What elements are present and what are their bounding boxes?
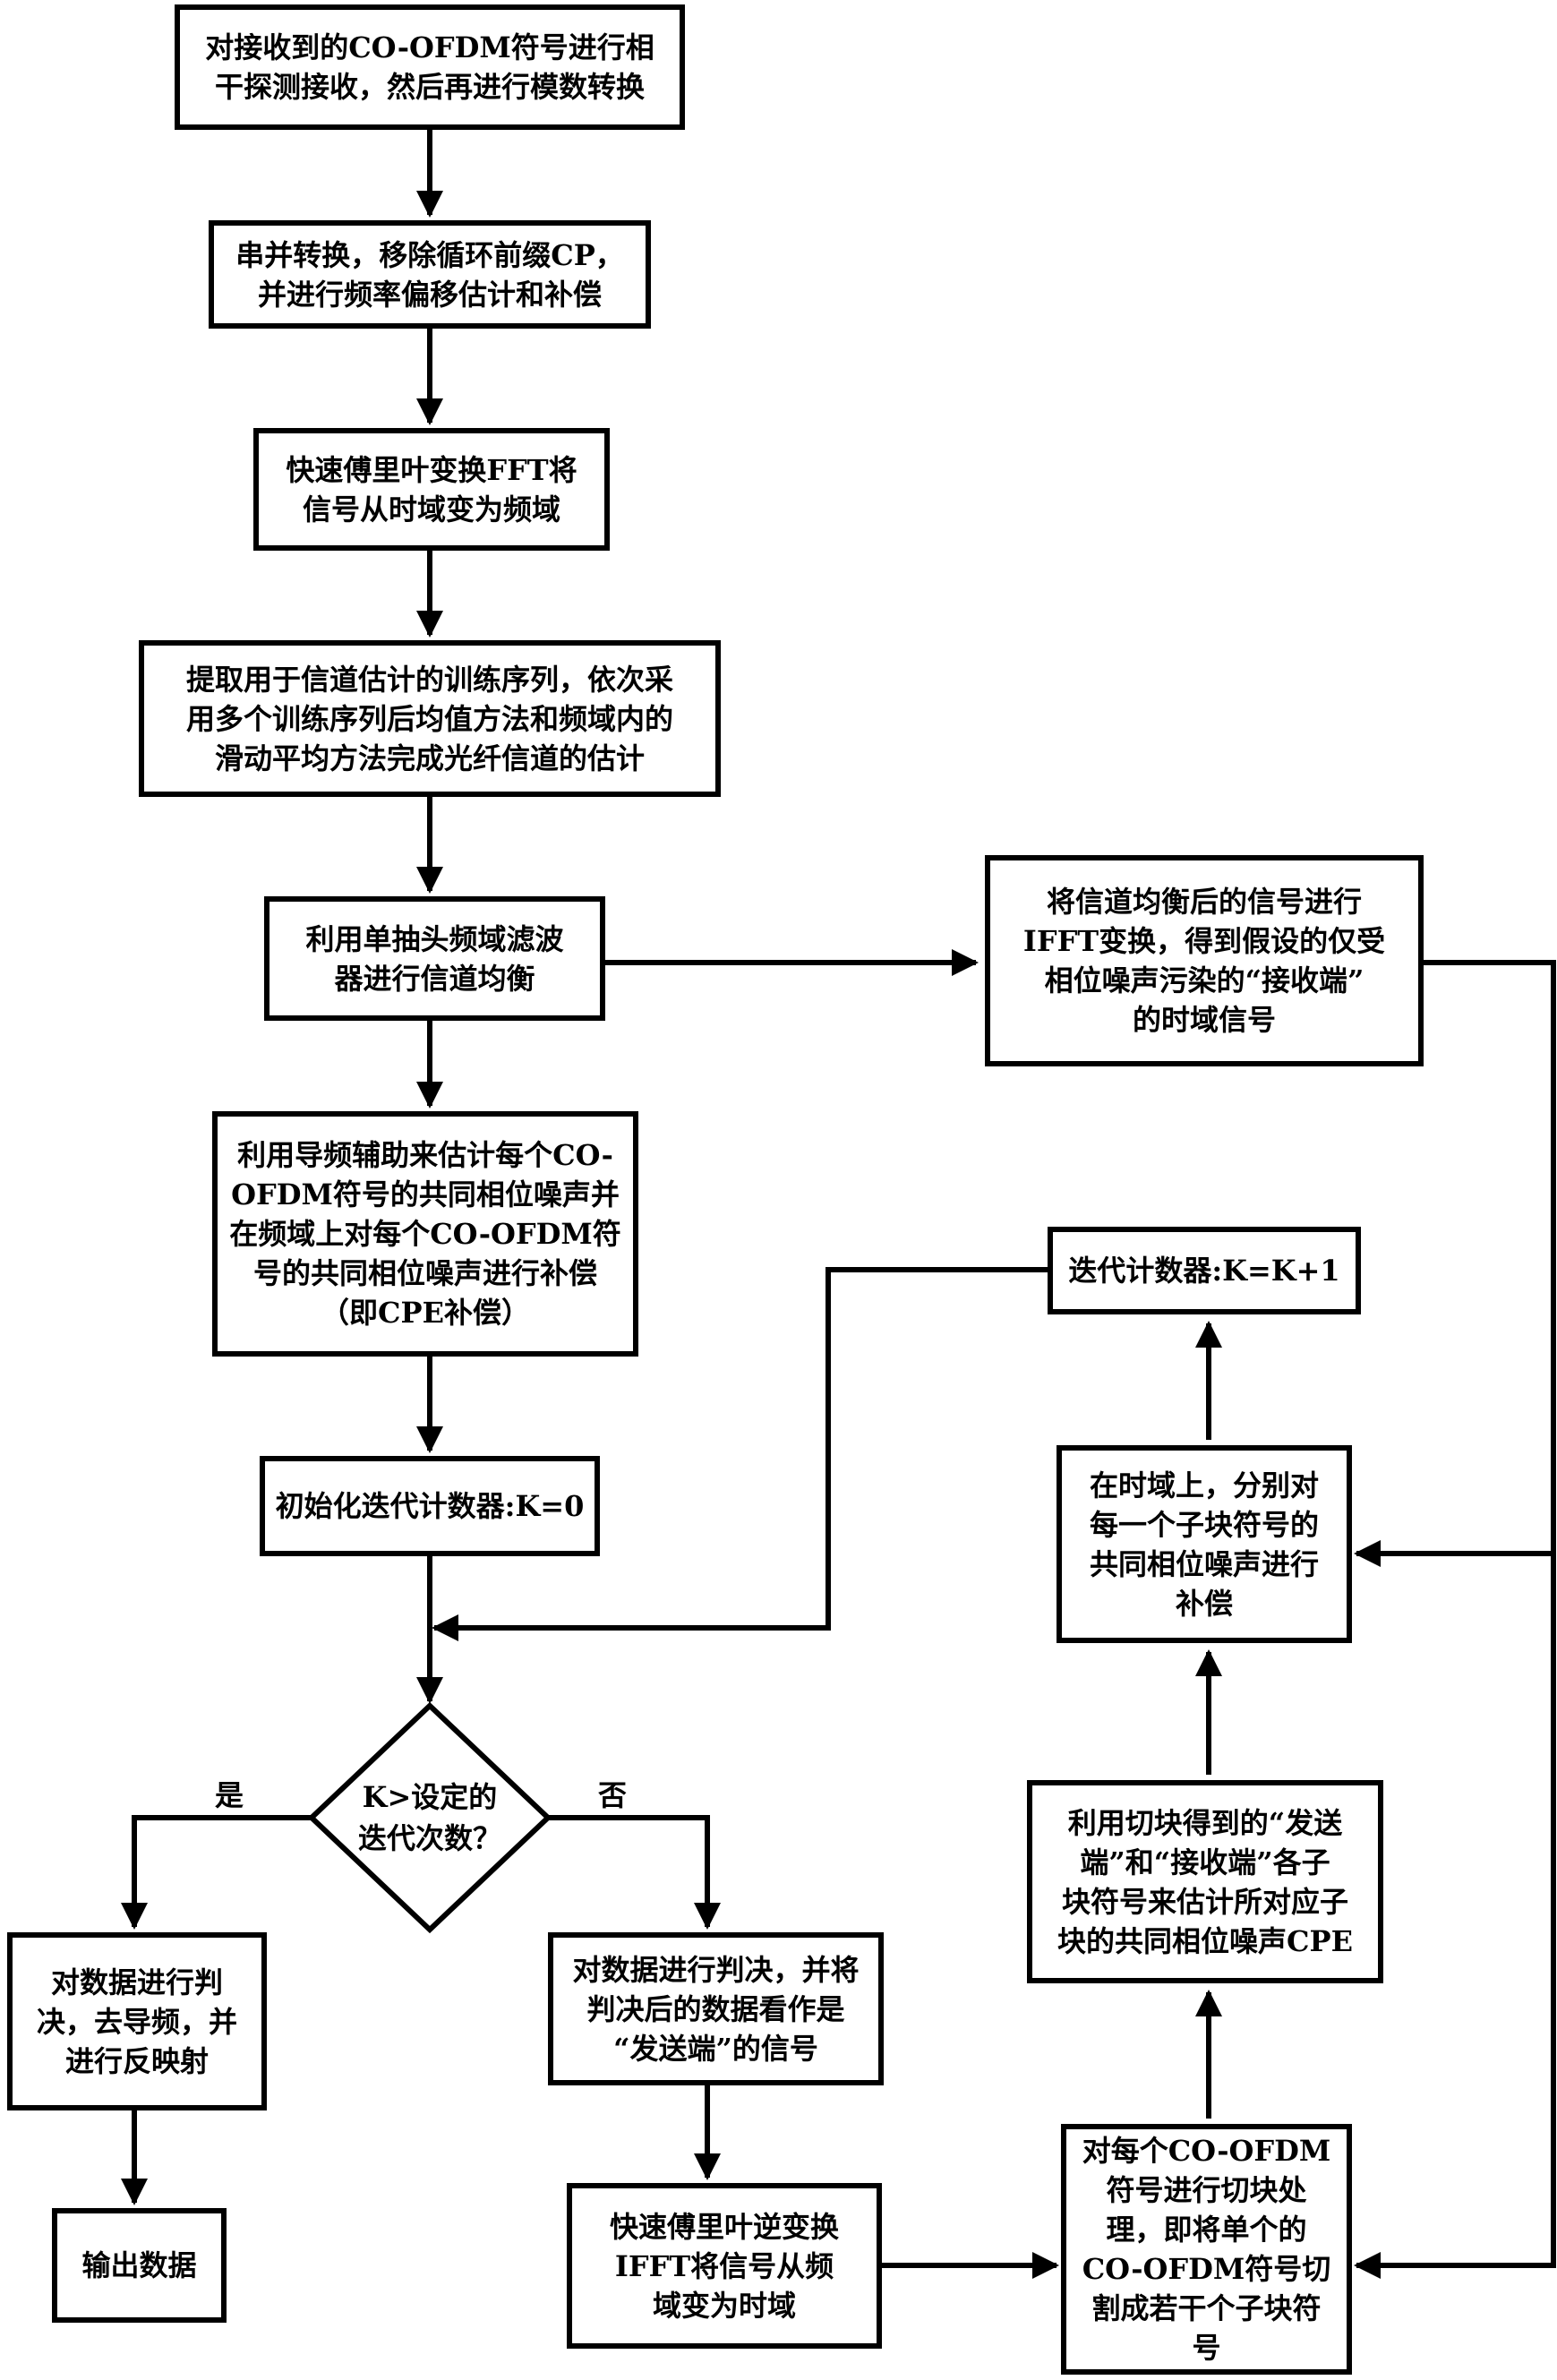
text-line: 在时域上，分别对	[1089, 1468, 1319, 1502]
node-serial-parallel-conversion: 串并转换，移除循环前缀CP， 并进行频率偏移估计和补偿	[209, 220, 651, 329]
text-line: 决，去导频，并	[36, 2004, 237, 2039]
node-init-counter: 初始化迭代计数器:K=0	[260, 1456, 600, 1556]
text-line: 迭代次数？	[357, 1821, 501, 1855]
text-line: OFDM符号的共同相位噪声并	[231, 1177, 620, 1211]
node-channel-equalization: 利用单抽头频域滤波器进行信道均衡	[264, 896, 605, 1021]
text-line: 每一个子块符号的	[1089, 1507, 1319, 1542]
node-ifft-transmit: 快速傅里叶逆变换 IFFT将信号从频域变为时域	[567, 2183, 882, 2349]
text-line: 补偿	[1175, 1586, 1233, 1621]
text-line: IFFT变换，得到假设的仅受	[1022, 924, 1386, 958]
text-line: 割成若干个子块符	[1091, 2291, 1322, 2325]
text-line: 用多个训练序列后均值方法和频域内的	[185, 701, 673, 736]
branch-label-yes: 是	[215, 1778, 244, 1812]
text-line: 域变为时域	[652, 2288, 796, 2323]
text-line: 利用切块得到的“发送	[1067, 1805, 1343, 1840]
node-coherent-detection: 对接收到的CO-OFDM符号进行相干探测接收，然后再进行模数转换	[175, 4, 685, 130]
text-line: 将信道均衡后的信号进行	[1046, 885, 1362, 919]
text-line: 号	[1192, 2331, 1221, 2365]
node-output-data: 输出数据	[52, 2208, 227, 2323]
text-line: 块符号来估计所对应子	[1061, 1884, 1348, 1919]
text-line: 符号进行切块处	[1106, 2173, 1307, 2207]
node-symbol-splitting: 对每个CO-OFDM 符号进行切块处理，即将单个的 CO-OFDM符号切割成若干个子…	[1061, 2124, 1352, 2375]
node-cpe-compensation: 利用导频辅助来估计每个CO- OFDM符号的共同相位噪声并在频域上对每个CO-OF…	[212, 1111, 638, 1357]
text-line: 并进行频率偏移估计和补偿	[257, 277, 602, 312]
text-line: 相位噪声污染的“接收端”	[1044, 963, 1365, 997]
text-line: 初始化迭代计数器:K=0	[275, 1489, 585, 1523]
text-line: CO-OFDM符号切	[1082, 2252, 1331, 2286]
node-channel-estimation: 提取用于信道估计的训练序列，依次采用多个训练序列后均值方法和频域内的滑动平均方法…	[139, 640, 721, 797]
text-line: 迭代计数器:K=K+1	[1068, 1254, 1340, 1288]
text-line: “发送端”的信号	[613, 2031, 818, 2066]
connector-ifftrx-to-right-bus	[1354, 960, 1556, 2279]
text-line: 器进行信道均衡	[334, 961, 535, 996]
text-line: 快速傅里叶变换FFT将	[286, 452, 577, 487]
text-line: 干探测接收，然后再进行模数转换	[214, 70, 645, 104]
text-line: 判决后的数据看作是	[586, 1991, 845, 2026]
text-line: 快速傅里叶逆变换	[609, 2209, 839, 2244]
text-line: 共同相位噪声进行	[1089, 1546, 1319, 1581]
connector-loop-back	[432, 1267, 1048, 1641]
branch-label-no: 否	[598, 1778, 628, 1812]
node-decision-as-transmit: 对数据进行判决，并将判决后的数据看作是 “发送端”的信号	[548, 1932, 884, 2085]
text-line: 对每个CO-OFDM	[1082, 2134, 1331, 2168]
text-line: K>设定的	[362, 1780, 498, 1814]
text-line: 对接收到的CO-OFDM符号进行相	[205, 30, 654, 64]
text-line: 提取用于信道估计的训练序列，依次采	[185, 662, 673, 697]
text-line: 的时域信号	[1132, 1003, 1276, 1037]
text-line: 滑动平均方法完成光纤信道的估计	[214, 741, 645, 775]
text-line: 在频域上对每个CO-OFDM符	[229, 1217, 621, 1251]
node-decision-demap: 对数据进行判决，去导频，并进行反映射	[7, 1932, 267, 2110]
decision-diamond	[307, 1701, 552, 1934]
text-line: 进行反映射	[64, 2043, 209, 2078]
text-line: 串并转换，移除循环前缀CP，	[235, 237, 624, 272]
text-line: 信号从时域变为频域	[302, 492, 560, 527]
text-line: 对数据进行判决，并将	[572, 1952, 860, 1987]
text-line: （即CPE补偿）	[321, 1296, 530, 1330]
node-subblock-compensation: 在时域上，分别对每一个子块符号的共同相位噪声进行补偿	[1057, 1445, 1352, 1643]
text-line: 对数据进行判	[50, 1965, 223, 1999]
text-line: 理，即将单个的	[1106, 2213, 1307, 2247]
text-line: 利用导频辅助来估计每个CO-	[237, 1138, 613, 1172]
text-line: 输出数据	[81, 2248, 197, 2282]
text-line: 利用单抽头频域滤波	[305, 921, 564, 956]
node-fft: 快速傅里叶变换FFT将信号从时域变为频域	[253, 428, 610, 551]
connector-yes-branch	[121, 1815, 312, 1930]
node-counter-increment: 迭代计数器:K=K+1	[1048, 1227, 1361, 1314]
text-line: 号的共同相位噪声进行补偿	[252, 1256, 597, 1290]
text-line: IFFT将信号从频	[614, 2248, 834, 2283]
node-subblock-cpe-estimation: 利用切块得到的“发送端”和“接收端”各子块符号来估计所对应子块的共同相位噪声CP…	[1027, 1780, 1383, 1983]
node-ifft-receive: 将信道均衡后的信号进行 IFFT变换，得到假设的仅受相位噪声污染的“接收端” 的时域…	[985, 855, 1424, 1066]
connector-no-branch	[548, 1815, 721, 1930]
decision-text: K>设定的迭代次数？	[329, 1755, 530, 1880]
text-line: 块的共同相位噪声CPE	[1057, 1923, 1353, 1958]
text-line: 端”和“接收端”各子	[1080, 1845, 1330, 1879]
